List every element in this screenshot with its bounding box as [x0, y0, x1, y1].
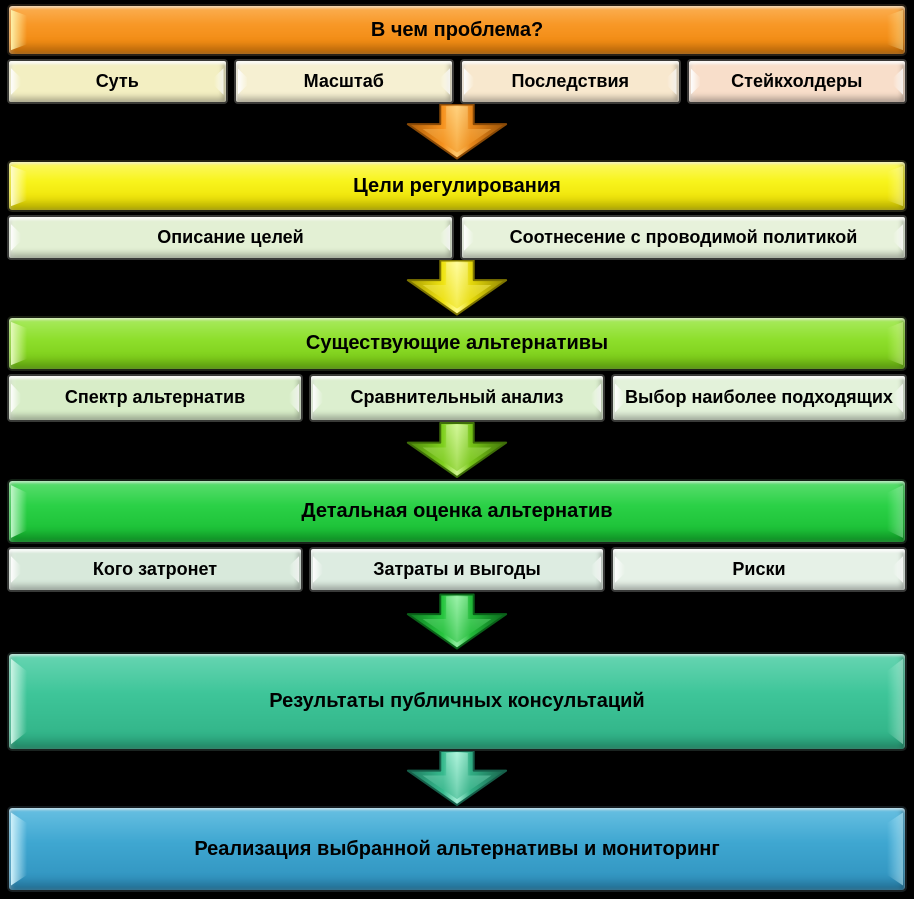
stage-header-problem: В чем проблема? [7, 4, 907, 56]
down-arrow-icon [406, 593, 508, 650]
stage-header-alternatives: Существующие альтернативы [7, 316, 907, 371]
down-arrow-icon [406, 751, 508, 806]
arrow-gap [0, 260, 914, 316]
down-arrow-icon [406, 422, 508, 479]
item-consequences: Последствия [460, 59, 681, 104]
item-costs-benefits: Затраты и выгоды [309, 547, 605, 592]
item-alternatives-range: Спектр альтернатив [7, 374, 303, 422]
arrow-gap [0, 422, 914, 479]
down-arrow-icon [406, 260, 508, 316]
stage-items-goals: Описание целей Соотнесение с проводимой … [7, 215, 907, 260]
item-goal-description: Описание целей [7, 215, 454, 260]
item-policy-alignment: Соотнесение с проводимой политикой [460, 215, 907, 260]
down-arrow-icon [406, 104, 508, 160]
arrow-gap [0, 104, 914, 160]
item-scale: Масштаб [233, 59, 454, 104]
stage-header-assessment: Детальная оценка альтернатив [7, 479, 907, 544]
stage-items-assessment: Кого затронет Затраты и выгоды Риски [7, 547, 907, 592]
stage-items-alternatives: Спектр альтернатив Сравнительный анализ … [7, 374, 907, 422]
item-essence: Суть [7, 59, 228, 104]
arrow-gap [0, 592, 914, 652]
stage-header-implementation: Реализация выбранной альтернативы и мони… [7, 806, 907, 892]
item-best-choice: Выбор наиболее подходящих [611, 374, 907, 422]
stage-header-consultations: Результаты публичных консультаций [7, 652, 907, 751]
item-who-affected: Кого затронет [7, 547, 303, 592]
stage-header-goals: Цели регулирования [7, 160, 907, 212]
stage-items-problem: Суть Масштаб Последствия Стейкхолдеры [7, 59, 907, 104]
item-risks: Риски [611, 547, 907, 592]
item-stakeholders: Стейкхолдеры [686, 59, 907, 104]
arrow-gap [0, 751, 914, 806]
item-comparative-analysis: Сравнительный анализ [309, 374, 605, 422]
